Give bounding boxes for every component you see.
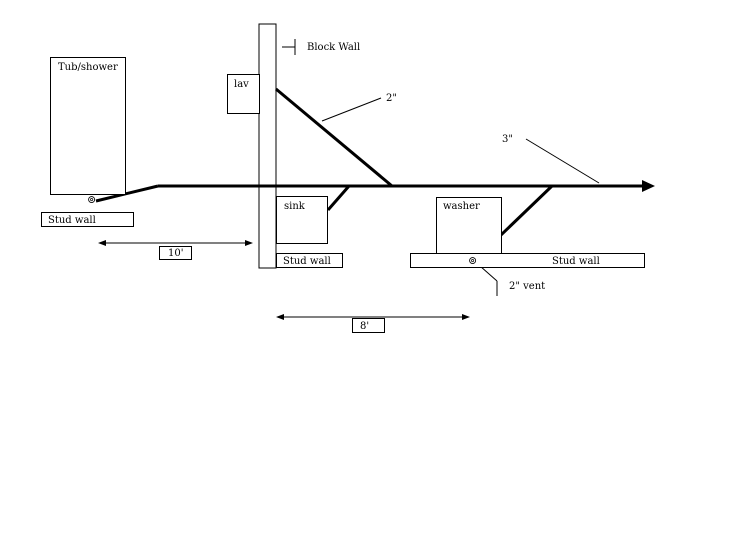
stud-wall-left-label: Stud wall	[48, 215, 96, 226]
tub-shower-box: Tub/shower	[50, 57, 126, 195]
stud-wall-right-label: Stud wall	[552, 256, 600, 267]
block-wall-label: Block Wall	[307, 42, 361, 53]
dim-10-arrow-right	[245, 240, 253, 246]
stud-wall-center: Stud wall	[276, 253, 343, 268]
washer-cleanout-icon: ⊚	[468, 254, 478, 267]
dim-10-arrow-left	[98, 240, 106, 246]
vent-2in-label: 2" vent	[509, 281, 546, 292]
dim-10-label: 10'	[168, 248, 184, 259]
pipe-3in-label: 3"	[502, 134, 513, 145]
main-drain-arrowhead	[642, 180, 655, 192]
tub-shower-label: Tub/shower	[58, 62, 118, 73]
stud-wall-right: Stud wall	[410, 253, 645, 268]
lav-box: lav	[227, 74, 260, 114]
sink-drain-branch	[326, 185, 351, 211]
dim-8-box: 8'	[352, 318, 385, 333]
tub-drain-branch	[95, 184, 159, 203]
sink-label: sink	[284, 201, 305, 212]
stud-wall-left: Stud wall	[41, 212, 134, 227]
pipe-2in-pointer	[321, 97, 382, 122]
dim-8-label: 8'	[360, 321, 370, 332]
tub-cleanout-icon: ⊚	[87, 193, 97, 206]
vent-pointer	[479, 265, 498, 282]
dim-8-arrow-right	[462, 314, 470, 320]
lav-label: lav	[234, 79, 249, 90]
sink-box: sink	[276, 196, 328, 244]
pipe-3in-pointer	[525, 138, 600, 184]
lav-drain-branch	[275, 87, 393, 188]
block-wall	[258, 23, 277, 269]
dim-8-arrow-left	[276, 314, 284, 320]
stud-wall-center-label: Stud wall	[283, 256, 331, 267]
washer-box: washer	[436, 197, 502, 254]
pipe-2in-label: 2"	[386, 93, 397, 104]
dim-10-box: 10'	[159, 246, 192, 260]
washer-label: washer	[443, 201, 480, 212]
